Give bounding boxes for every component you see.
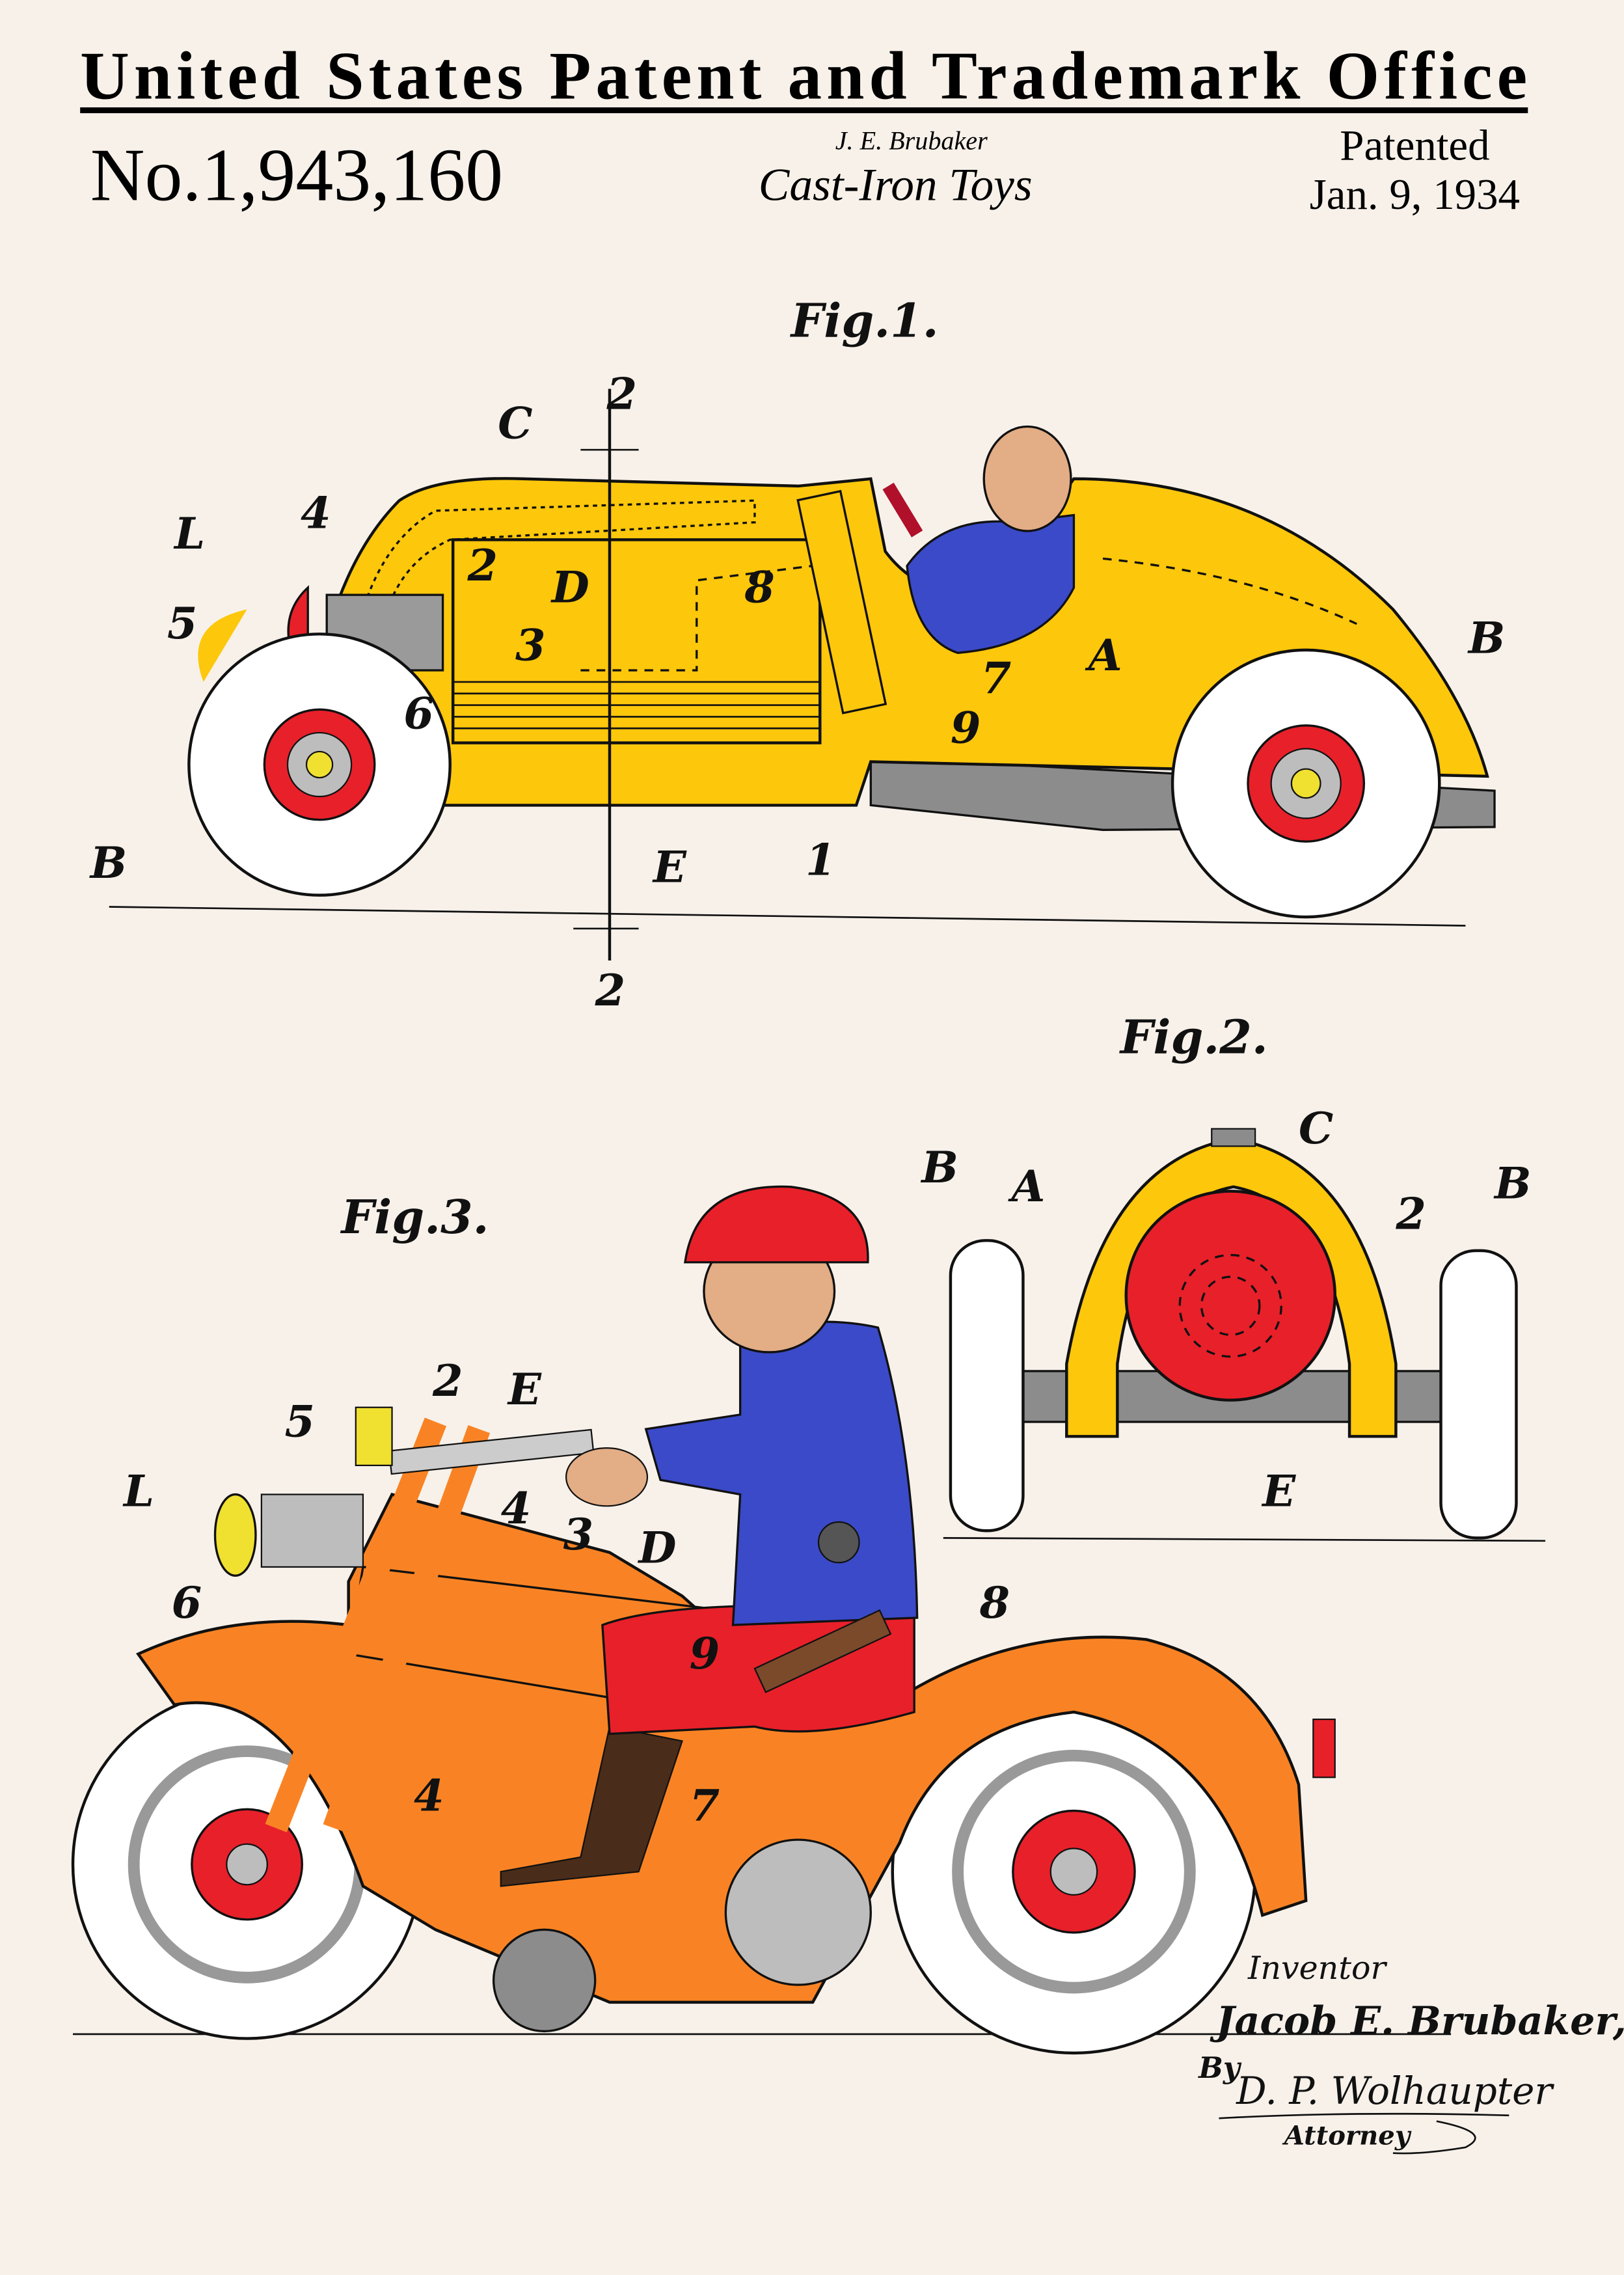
figure-1-race-car: Fig.1.	[89, 293, 1506, 1016]
fig3-title: Fig.3.	[340, 1190, 489, 1244]
right-wheel	[1439, 1249, 1518, 1540]
left-wheel	[949, 1239, 1025, 1533]
label-a: A	[1008, 1160, 1046, 1212]
label-e: E	[1261, 1465, 1296, 1516]
label-7: 7	[690, 1780, 720, 1831]
by-label: By	[1197, 2050, 1242, 2085]
label-b: B	[89, 837, 128, 888]
label-2: 2	[432, 1355, 463, 1406]
top-stub	[1211, 1128, 1256, 1147]
label-4: 4	[414, 1770, 444, 1821]
header: United States Patent and Trademark Offic…	[80, 38, 1528, 219]
front-fork	[323, 1425, 491, 1832]
driver-head	[982, 425, 1072, 532]
label-8: 8	[744, 561, 775, 612]
label-d: D	[550, 561, 589, 612]
engine-disc-dashed	[1178, 1253, 1282, 1358]
label-a: A	[1085, 629, 1122, 681]
inventor-short: J. E. Brubaker	[835, 126, 988, 156]
driver-body	[906, 513, 1076, 655]
engine-disc	[1124, 1190, 1336, 1402]
rider-shirt	[644, 1320, 919, 1626]
label-b: B	[1493, 1158, 1532, 1209]
ground-line	[943, 1537, 1546, 1542]
tail-light	[1312, 1718, 1336, 1778]
label-9: 9	[690, 1628, 720, 1679]
label-2: 2	[606, 368, 638, 420]
patent-number: No.1,943,160	[90, 134, 503, 217]
label-2: 2	[467, 539, 498, 591]
header-rule	[80, 107, 1528, 113]
label-1: 1	[805, 834, 836, 885]
rider-button	[817, 1521, 860, 1564]
label-e: E	[652, 841, 687, 893]
label-l: L	[122, 1465, 154, 1516]
hood-section-hatch	[347, 499, 756, 686]
label-e: E	[507, 1363, 542, 1415]
label-c: C	[498, 397, 532, 448]
label-b: B	[1467, 612, 1506, 663]
engine-fins	[453, 681, 820, 729]
headlight-housing	[260, 1493, 364, 1568]
body-rivets	[1102, 557, 1357, 625]
label-2: 2	[1395, 1188, 1426, 1239]
label-4: 4	[301, 487, 331, 539]
office-title: United States Patent and Trademark Offic…	[80, 38, 1528, 114]
horn	[355, 1406, 393, 1467]
patented-date: Jan. 9, 1934	[1310, 170, 1520, 219]
rider-cap	[683, 1185, 869, 1264]
fig1-reference-labels: 2 C L 4 2 D 8 5 3 7 A B 6 9 B E 1 2	[89, 368, 1506, 1016]
label-3: 3	[563, 1508, 594, 1560]
label-d: D	[638, 1521, 677, 1573]
label-6: 6	[172, 1577, 202, 1628]
invention-title: Cast-Iron Toys	[759, 159, 1033, 211]
inventor-name: Jacob E. Brubaker,	[1210, 1998, 1624, 2044]
label-5: 5	[285, 1395, 316, 1447]
roller-front	[492, 1928, 597, 2033]
rear-wheel	[891, 1689, 1257, 2055]
inventor-label: Inventor	[1247, 1949, 1388, 1987]
label-6: 6	[403, 687, 434, 739]
label-9: 9	[951, 702, 981, 754]
roller-rear	[724, 1838, 872, 1986]
attorney-label: Attorney	[1282, 2120, 1412, 2151]
patented-label: Patented	[1340, 121, 1489, 169]
steering-column	[796, 489, 887, 715]
steering-wheel	[882, 482, 923, 538]
signature-flourish	[1219, 2112, 1509, 2155]
label-l: L	[173, 508, 205, 559]
signature-block: Inventor Jacob E. Brubaker, By D. P. Wol…	[1197, 1949, 1624, 2155]
front-wheel	[187, 633, 452, 897]
fig3-reference-labels: 2 E 5 L 4 3 D 6 8 9 4 7	[122, 1355, 1010, 1831]
label-7: 7	[981, 653, 1012, 704]
fig2-title: Fig.2.	[1119, 1010, 1268, 1065]
headlight	[213, 1493, 257, 1577]
seat-lever	[753, 1609, 892, 1693]
rider-hand	[565, 1447, 649, 1507]
label-b: B	[920, 1141, 958, 1193]
figure-3-motorcycle: Fig.3. 2	[71, 1185, 1452, 2055]
label-2: 2	[595, 964, 626, 1016]
engine-block	[451, 538, 822, 744]
ground-line	[109, 906, 1466, 927]
label-3: 3	[515, 619, 546, 670]
figure-2-cross-section: Fig.2. B A C 2 B E	[920, 1010, 1546, 1542]
label-8: 8	[979, 1577, 1010, 1628]
fig2-reference-labels: B A C 2 B E	[920, 1102, 1531, 1516]
internal-mechanism	[580, 564, 813, 672]
fig1-title: Fig.1.	[790, 293, 939, 347]
rear-wheel	[1171, 648, 1441, 919]
attorney-signature: D. P. Wolhaupter	[1236, 2069, 1554, 2113]
label-c: C	[1299, 1102, 1333, 1154]
label-4: 4	[501, 1482, 532, 1534]
label-5: 5	[167, 597, 198, 649]
